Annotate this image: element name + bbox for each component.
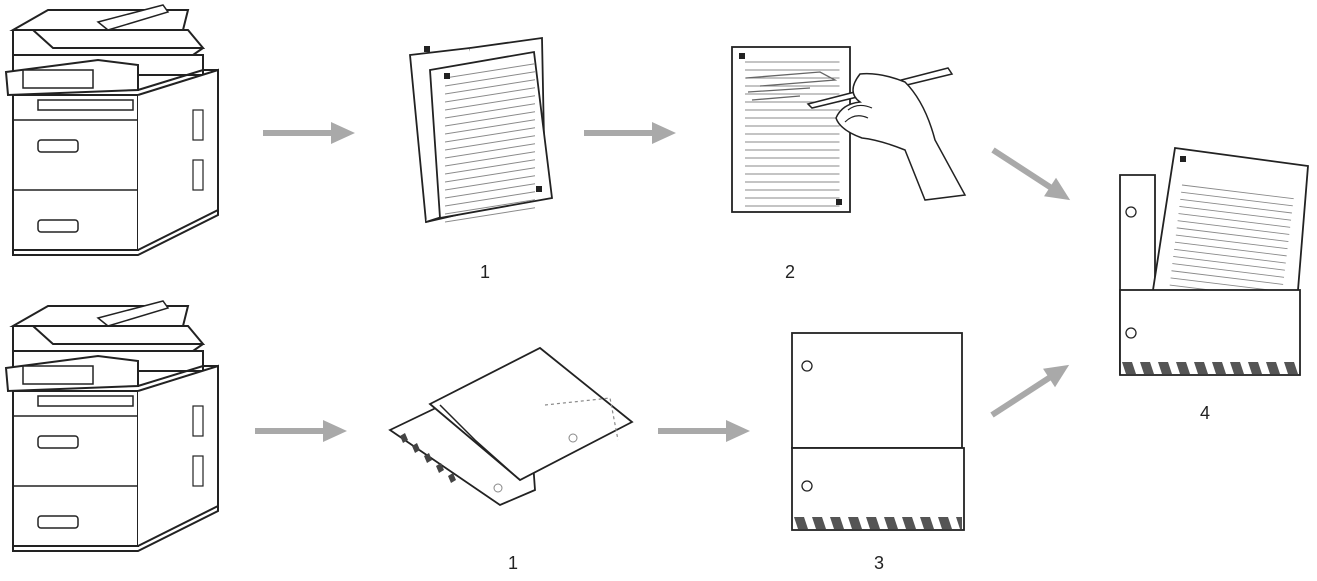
folded-sheet-icon	[388, 346, 634, 507]
flow-arrow-icon	[584, 122, 676, 144]
flow-arrow-icon	[658, 420, 750, 442]
flow-arrow-icon	[986, 355, 1076, 425]
multifunction-printer-icon	[5, 4, 219, 256]
folder-pocket-icon	[791, 332, 965, 531]
step-label-pocket: 3	[873, 553, 884, 573]
step-label-folded-sheet: 1	[507, 553, 518, 573]
step-label-booklet: 1	[479, 262, 490, 282]
booklet-icon	[409, 36, 553, 224]
folder-with-note-icon	[1119, 146, 1309, 376]
flow-arrow-icon	[255, 420, 347, 442]
step-label-folder: 4	[1199, 403, 1210, 423]
multifunction-printer-icon	[5, 300, 219, 552]
handwritten-notes-icon	[731, 46, 967, 213]
flow-arrow-icon	[987, 140, 1077, 210]
step-label-annotated: 2	[784, 262, 795, 282]
flow-arrow-icon	[263, 122, 355, 144]
